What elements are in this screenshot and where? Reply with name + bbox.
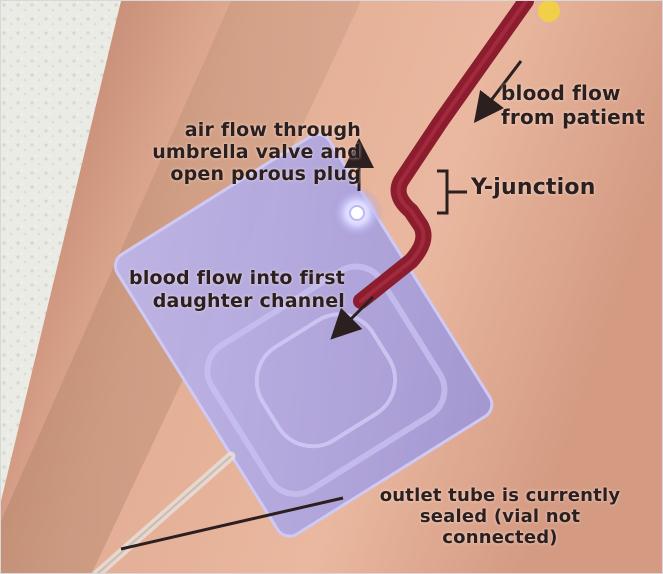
label-blood-flow-patient: blood flow from patient <box>501 81 645 129</box>
label-y-junction: Y-junction <box>471 175 596 201</box>
label-air-flow: air flow through umbrella valve and open… <box>71 119 361 185</box>
label-outlet-tube: outlet tube is currently sealed (vial no… <box>341 485 659 548</box>
tube-cap <box>538 1 560 22</box>
label-daughter-channel: blood flow into first daughter channel <box>73 267 345 313</box>
